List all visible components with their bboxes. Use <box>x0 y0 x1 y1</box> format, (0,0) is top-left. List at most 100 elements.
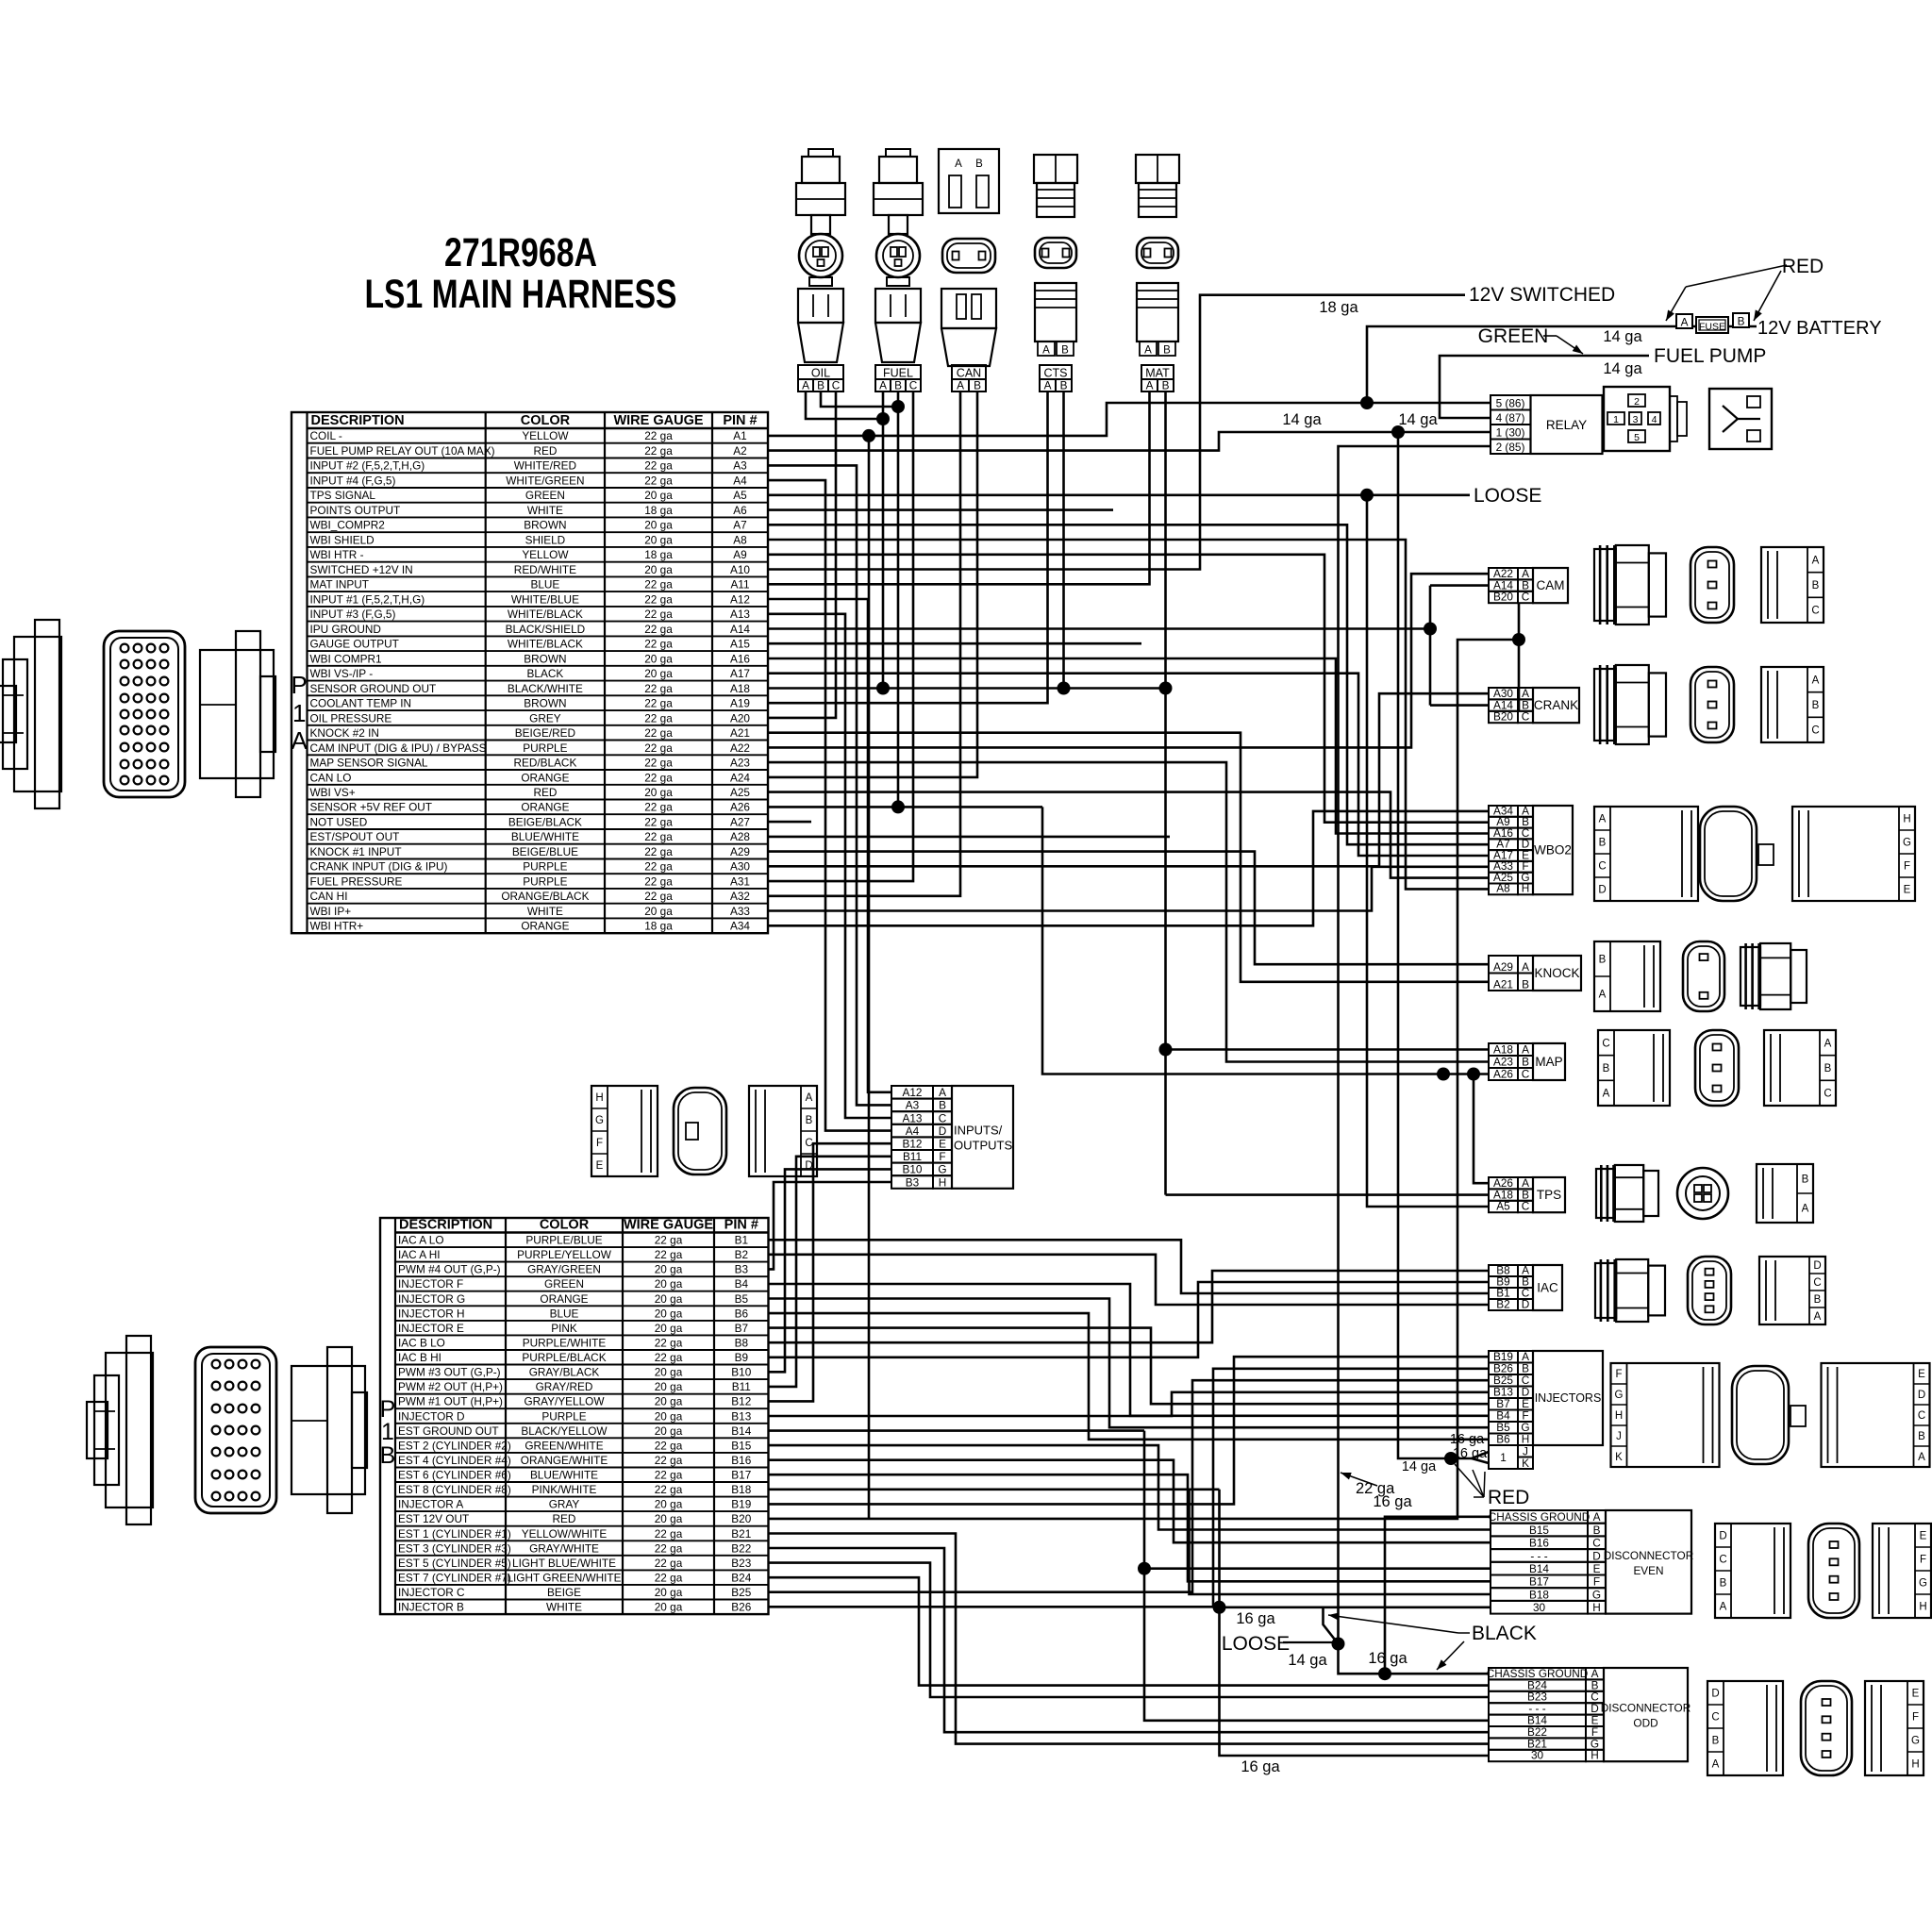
svg-text:B19: B19 <box>1493 1350 1513 1363</box>
svg-text:GRAY/GREEN: GRAY/GREEN <box>527 1263 601 1276</box>
svg-text:22 ga: 22 ga <box>644 578 673 591</box>
svg-text:WBI_COMPR2: WBI_COMPR2 <box>310 519 385 532</box>
svg-text:A33: A33 <box>730 905 750 918</box>
svg-text:B26: B26 <box>1493 1362 1513 1375</box>
svg-text:B: B <box>1522 978 1529 991</box>
svg-text:20 ga: 20 ga <box>655 1263 683 1276</box>
svg-text:18 ga: 18 ga <box>644 504 673 517</box>
svg-text:1: 1 <box>1500 1451 1507 1464</box>
svg-text:EST 6 (CYLINDER #6): EST 6 (CYLINDER #6) <box>398 1469 511 1482</box>
svg-text:WHITE: WHITE <box>546 1601 582 1614</box>
svg-text:A: A <box>1146 379 1154 392</box>
svg-text:22 ga: 22 ga <box>655 1483 683 1496</box>
svg-text:PURPLE/YELLOW: PURPLE/YELLOW <box>517 1248 612 1261</box>
svg-text:RED/WHITE: RED/WHITE <box>514 563 576 576</box>
svg-text:B24: B24 <box>1527 1678 1547 1691</box>
svg-text:22 ga: 22 ga <box>644 741 673 755</box>
svg-text:A: A <box>1522 1176 1529 1190</box>
svg-text:GRAY: GRAY <box>549 1498 580 1511</box>
svg-text:F: F <box>1615 1369 1622 1380</box>
svg-text:EST 3 (CYLINDER #3): EST 3 (CYLINDER #3) <box>398 1541 511 1555</box>
svg-text:EST 5 (CYLINDER #5): EST 5 (CYLINDER #5) <box>398 1557 511 1570</box>
svg-text:B5: B5 <box>1496 1421 1510 1434</box>
svg-text:RED: RED <box>1488 1487 1529 1508</box>
svg-text:1 (30): 1 (30) <box>1496 425 1525 439</box>
svg-text:16 ga: 16 ga <box>1373 1493 1412 1510</box>
svg-text:DISCONNECTOR: DISCONNECTOR <box>1604 1549 1693 1562</box>
svg-text:271R968A: 271R968A <box>444 230 597 275</box>
svg-text:D: D <box>1711 1689 1719 1700</box>
svg-text:B10: B10 <box>731 1366 751 1379</box>
svg-text:20 ga: 20 ga <box>655 1395 683 1408</box>
svg-text:22 ga: 22 ga <box>644 845 673 858</box>
svg-text:22 ga: 22 ga <box>655 1541 683 1555</box>
svg-text:A7: A7 <box>733 519 746 532</box>
svg-text:E: E <box>1904 885 1911 896</box>
svg-text:FUEL PRESSURE: FUEL PRESSURE <box>310 874 403 888</box>
svg-text:B8: B8 <box>735 1337 749 1350</box>
svg-text:LS1 MAIN HARNESS: LS1 MAIN HARNESS <box>365 272 677 317</box>
svg-text:B: B <box>974 379 981 392</box>
svg-text:INPUT #4 (F,G,5): INPUT #4 (F,G,5) <box>310 475 396 488</box>
svg-text:PINK: PINK <box>551 1322 577 1335</box>
svg-text:OIL: OIL <box>811 367 830 380</box>
svg-text:FUEL PUMP RELAY OUT (10A MAX): FUEL PUMP RELAY OUT (10A MAX) <box>310 444 495 458</box>
svg-text:22 ga: 22 ga <box>644 771 673 784</box>
svg-text:C: C <box>1598 861 1606 873</box>
svg-text:22 ga: 22 ga <box>655 1454 683 1467</box>
svg-text:C: C <box>1522 1374 1530 1387</box>
svg-text:INJECTOR B: INJECTOR B <box>398 1601 464 1614</box>
svg-text:F: F <box>1593 1575 1600 1589</box>
svg-text:B19: B19 <box>731 1498 751 1511</box>
svg-text:B: B <box>1812 580 1820 591</box>
svg-text:22 ga: 22 ga <box>655 1469 683 1482</box>
svg-text:A12: A12 <box>730 592 750 606</box>
svg-text:B20: B20 <box>731 1512 751 1525</box>
svg-text:A: A <box>291 726 308 755</box>
svg-text:A: A <box>1591 1667 1599 1680</box>
svg-text:A22: A22 <box>1493 567 1513 580</box>
svg-text:WHITE/GREEN: WHITE/GREEN <box>506 475 584 488</box>
svg-text:YELLOW/WHITE: YELLOW/WHITE <box>522 1527 608 1541</box>
svg-text:E: E <box>1912 1689 1920 1700</box>
svg-text:DISCONNECTOR: DISCONNECTOR <box>1601 1702 1690 1715</box>
svg-text:A18: A18 <box>1493 1188 1513 1201</box>
svg-text:A5: A5 <box>1496 1200 1510 1213</box>
svg-text:SENSOR GROUND OUT: SENSOR GROUND OUT <box>310 682 437 695</box>
svg-text:MAP: MAP <box>1535 1055 1562 1069</box>
svg-text:B: B <box>1522 578 1529 591</box>
svg-text:14 ga: 14 ga <box>1288 1652 1327 1669</box>
svg-text:22 ga: 22 ga <box>644 711 673 724</box>
svg-text:B2: B2 <box>1496 1298 1509 1311</box>
svg-text:22 ga: 22 ga <box>644 874 673 888</box>
svg-text:D: D <box>1522 1386 1530 1399</box>
svg-text:H: H <box>1911 1759 1919 1771</box>
svg-text:A25: A25 <box>1493 871 1513 884</box>
svg-text:INPUT #2 (F,5,2,T,H,G): INPUT #2 (F,5,2,T,H,G) <box>310 459 425 473</box>
svg-text:A18: A18 <box>730 682 750 695</box>
svg-text:BROWN: BROWN <box>524 697 566 710</box>
svg-text:22 ga: 22 ga <box>655 1527 683 1541</box>
svg-text:20 ga: 20 ga <box>655 1292 683 1306</box>
svg-text:20 ga: 20 ga <box>655 1512 683 1525</box>
svg-text:A13: A13 <box>903 1111 923 1124</box>
svg-text:20 ga: 20 ga <box>655 1307 683 1320</box>
svg-text:C: C <box>1522 826 1530 840</box>
svg-text:A29: A29 <box>1493 960 1513 974</box>
svg-text:A: A <box>1802 1204 1809 1215</box>
svg-text:A26: A26 <box>730 801 750 814</box>
svg-text:A20: A20 <box>730 711 750 724</box>
svg-text:A: A <box>1593 1510 1601 1524</box>
svg-text:B18: B18 <box>731 1483 751 1496</box>
svg-text:D: D <box>1598 885 1606 896</box>
svg-text:B4: B4 <box>1496 1409 1510 1423</box>
svg-text:H: H <box>1592 1601 1601 1614</box>
svg-text:CAM: CAM <box>1537 578 1565 592</box>
svg-text:22 ga: 22 ga <box>644 444 673 458</box>
svg-text:PIN #: PIN # <box>724 1218 758 1233</box>
svg-text:EST GROUND OUT: EST GROUND OUT <box>398 1424 499 1438</box>
svg-text:B10: B10 <box>903 1163 923 1176</box>
svg-text:ORANGE: ORANGE <box>540 1292 588 1306</box>
svg-text:C: C <box>1811 725 1819 737</box>
svg-text:FUEL: FUEL <box>883 367 913 380</box>
